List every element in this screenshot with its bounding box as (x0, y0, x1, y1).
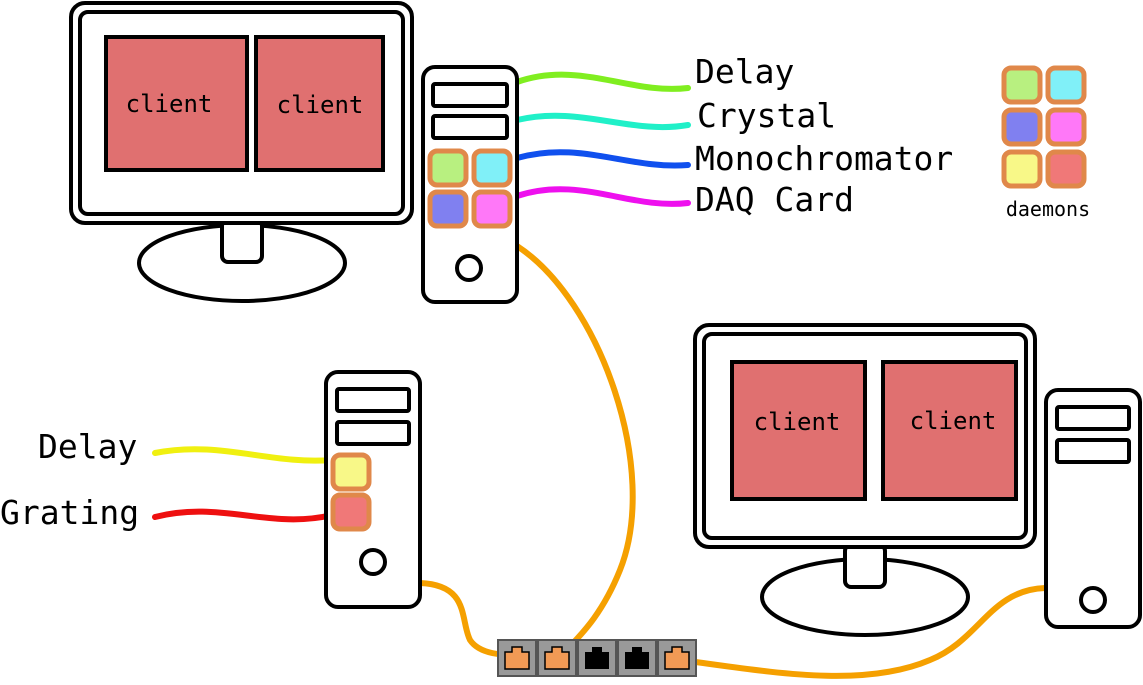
daemon-blue (1001, 107, 1043, 147)
drive-bay (1055, 405, 1131, 431)
daemon-pink[interactable] (471, 189, 513, 229)
power-button[interactable] (1079, 586, 1107, 614)
port-socket (664, 646, 690, 670)
client-window[interactable] (881, 360, 1018, 501)
client-label: client (126, 90, 213, 118)
daemon-red[interactable] (330, 492, 372, 532)
tower-left (324, 370, 422, 609)
drive-bay (1055, 438, 1131, 464)
cable-delay-left (152, 446, 335, 464)
client-window[interactable] (254, 35, 385, 172)
monitor-top-left: client client (69, 1, 414, 303)
port-socket (504, 646, 530, 670)
drive-bay (335, 387, 411, 413)
daemon-yellow (1001, 149, 1043, 189)
daemons-legend: daemons (1001, 65, 1090, 221)
client-window[interactable] (730, 360, 867, 501)
monitor-right: client client (693, 323, 1037, 637)
cable-delay-top (514, 71, 691, 92)
client-window[interactable] (104, 35, 249, 172)
daemon-pink (1045, 107, 1087, 147)
network-cable-right-tower (677, 585, 1048, 679)
daemon-blue[interactable] (427, 189, 469, 229)
daemon-cyan[interactable] (471, 148, 513, 188)
device-label-delay: Delay (695, 52, 794, 91)
tower-right (1044, 388, 1142, 629)
daemon-green (1001, 65, 1043, 105)
device-label-daq-card: DAQ Card (695, 180, 854, 219)
device-cables-top (514, 71, 691, 207)
device-label-delay: Delay (38, 427, 137, 466)
daemon-yellow[interactable] (330, 452, 372, 492)
device-label-monochromator: Monochromator (695, 139, 953, 178)
cable-monochromator (514, 149, 691, 169)
network-switch (497, 639, 697, 677)
port-socket (625, 647, 649, 669)
device-cables-left (152, 446, 335, 523)
monitor-stand-neck (220, 218, 264, 264)
daemon-green[interactable] (427, 148, 469, 188)
drive-bay (431, 82, 509, 108)
legend-label: daemons (1006, 197, 1090, 221)
device-labels-top: Delay Crystal Monochromator DAQ Card (695, 52, 953, 219)
device-label-crystal: Crystal (697, 96, 836, 135)
cable-daq (514, 186, 691, 207)
port-socket (544, 646, 570, 670)
network-cable-top-tower (514, 243, 636, 658)
port-socket (585, 647, 609, 669)
monitor-stand-neck (843, 543, 887, 589)
cable-crystal (514, 112, 691, 131)
drive-bay (335, 420, 411, 446)
device-label-grating: Grating (0, 493, 139, 532)
power-button[interactable] (359, 548, 387, 576)
client-label: client (277, 91, 364, 119)
daemon-cyan (1045, 65, 1087, 105)
power-button[interactable] (455, 254, 483, 282)
drive-bay (431, 114, 509, 140)
cable-grating (152, 508, 335, 523)
daemon-red (1045, 149, 1087, 189)
client-label: client (910, 407, 997, 435)
tower-top (421, 65, 519, 304)
device-labels-left: Delay Grating (0, 427, 139, 532)
client-label: client (754, 408, 841, 436)
